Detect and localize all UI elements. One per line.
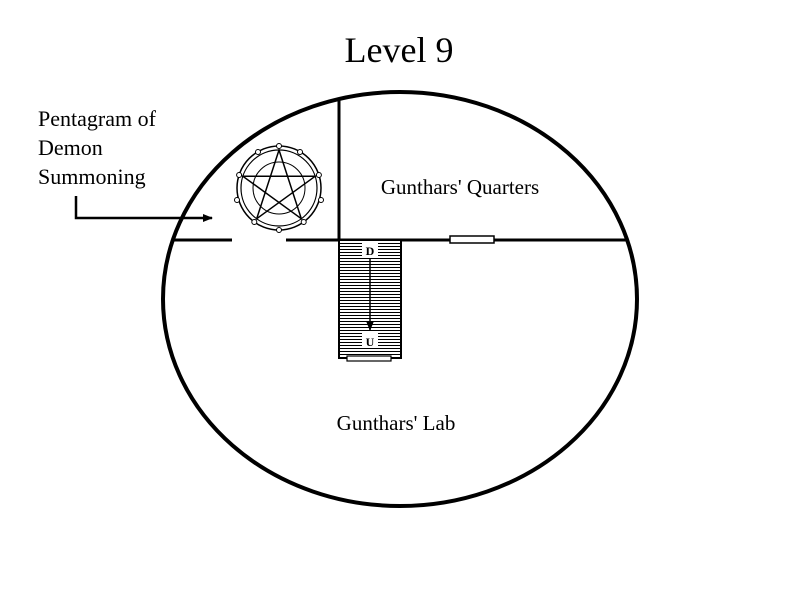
stair-label-box-bottom	[362, 333, 378, 347]
pentagram-callout-line-1: Pentagram of	[38, 106, 157, 131]
stair-label-box-top	[362, 243, 378, 257]
pentagram-inner-ring	[252, 161, 306, 215]
pentagram-middle-ring	[240, 149, 318, 227]
pentagram-symbol	[234, 143, 324, 233]
staircase: D U	[338, 239, 402, 362]
stair-down-label: D	[366, 244, 375, 258]
pentagram-outer-ring	[236, 145, 322, 231]
room-label-quarters: Gunthars' Quarters	[381, 175, 539, 199]
pentagram-candles	[234, 143, 324, 233]
tower-outer-wall	[161, 90, 639, 508]
pentagram-callout-line-3: Summoning	[38, 164, 146, 189]
map-title: Level 9	[345, 30, 454, 70]
pentagram-star	[240, 147, 318, 221]
stair-up-label: U	[366, 335, 375, 349]
stair-landing-door	[346, 355, 392, 362]
quarters-door	[449, 235, 495, 244]
room-label-lab: Gunthars' Lab	[337, 411, 456, 435]
pentagram-callout-line-2: Demon	[38, 135, 103, 160]
callout-pointer-arrow	[74, 196, 213, 222]
